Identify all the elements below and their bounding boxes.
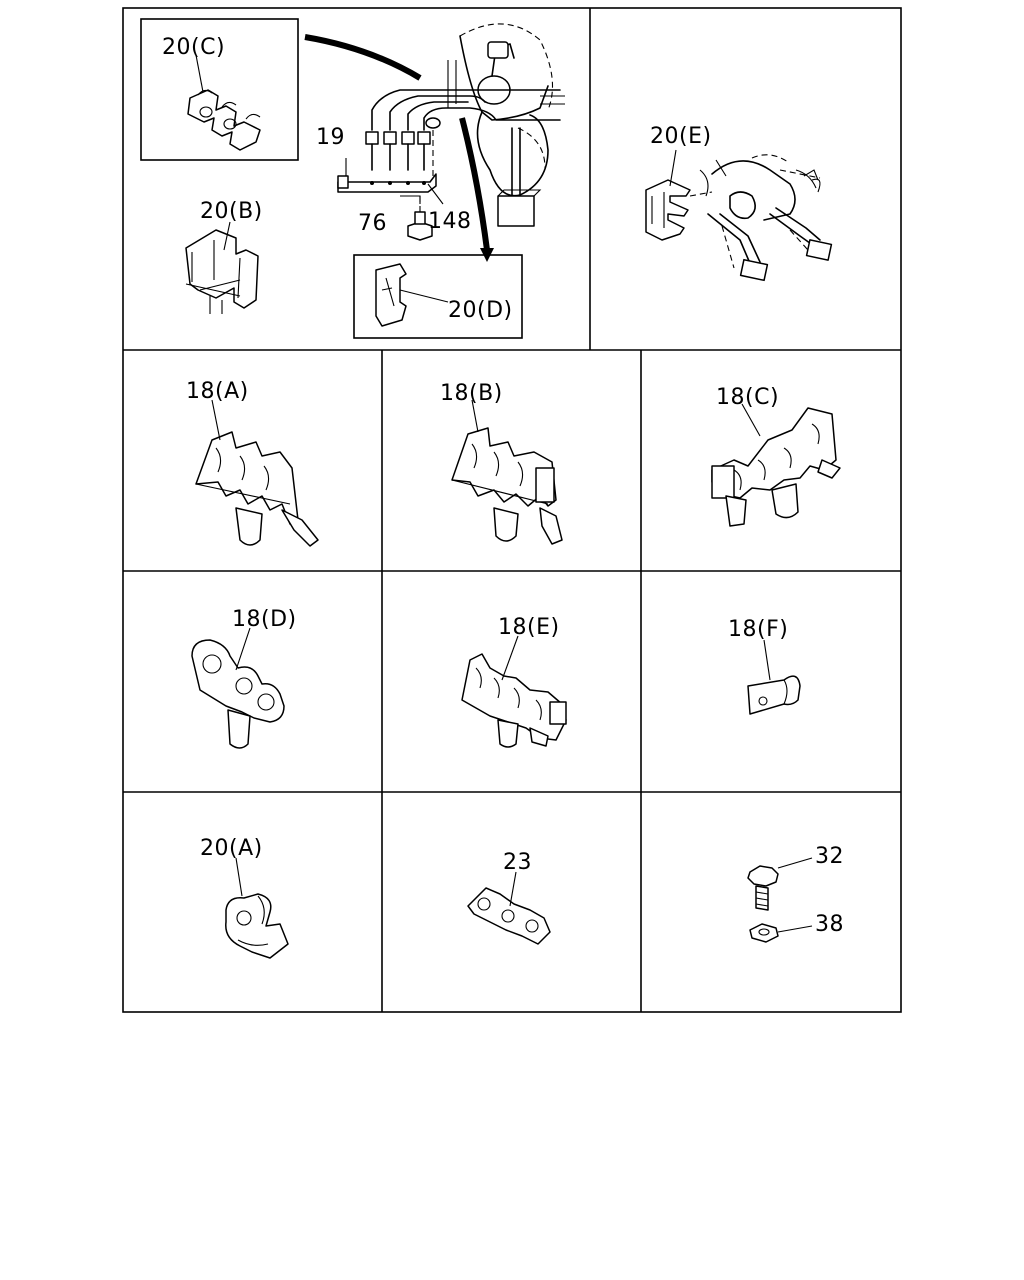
clip-18f-drawing: [747, 675, 801, 715]
label-18d: 18(D): [232, 607, 297, 632]
clip-18e-drawing: [461, 653, 567, 748]
clip-20d-drawing: [375, 263, 407, 327]
cell-18c: 18(C): [711, 385, 841, 527]
cell-18b: 18(B): [440, 381, 563, 545]
label-18a: 18(A): [186, 379, 249, 404]
inset-box-20c: [140, 18, 299, 161]
diagram-grid: [122, 7, 902, 1013]
pedal-assembly-drawing: [699, 154, 833, 282]
label-23: 23: [503, 850, 532, 875]
pointer-arc-lower: [459, 117, 490, 251]
label-18f: 18(F): [728, 617, 788, 642]
cell-18d: 18(D): [191, 607, 297, 749]
bracket-19-drawing: [337, 173, 437, 193]
nut-38-drawing: [749, 923, 779, 943]
overview-cell: 20(C) 19 20(B) 76 148 20(D): [140, 18, 565, 339]
cell-32-38: 32 38: [747, 844, 844, 943]
pointer-arc-upper: [304, 34, 422, 81]
clip-18d-drawing: [191, 639, 285, 749]
bolt-76-drawing: [407, 196, 433, 241]
plug-148-drawing: [425, 117, 441, 129]
cell-20a: 20(A): [200, 836, 289, 959]
label-32: 32: [815, 844, 844, 869]
clip-23-drawing: [467, 887, 551, 945]
clip-18c-drawing: [711, 407, 841, 527]
label-148: 148: [428, 209, 472, 234]
clip-20b-drawing: [185, 229, 259, 314]
label-20a: 20(A): [200, 836, 263, 861]
clip-20a-drawing: [225, 893, 289, 959]
cell-18e: 18(E): [461, 615, 567, 748]
label-20d: 20(D): [448, 298, 513, 323]
label-76: 76: [358, 211, 387, 236]
clip-20e-drawing: [645, 179, 691, 241]
inset-box-20d: [353, 254, 523, 339]
clip-18a-drawing: [195, 431, 319, 547]
label-38: 38: [815, 912, 844, 937]
cell-23: 23: [467, 850, 551, 945]
brake-line-fittings: [365, 131, 431, 171]
label-20e: 20(E): [650, 124, 712, 149]
label-20c: 20(C): [162, 35, 225, 60]
cell-20e: 20(E): [645, 124, 833, 282]
label-18b: 18(B): [440, 381, 503, 406]
label-19: 19: [316, 125, 345, 150]
label-20b: 20(B): [200, 199, 263, 224]
cell-18f: 18(F): [728, 617, 801, 715]
engine-assembly-drawing: [337, 23, 565, 241]
clip-20c-drawing: [187, 89, 261, 151]
cell-18a: 18(A): [186, 379, 319, 547]
bolt-32-drawing: [747, 865, 779, 911]
clip-18b-drawing: [451, 427, 563, 545]
label-18e: 18(E): [498, 615, 560, 640]
label-18c: 18(C): [716, 385, 779, 410]
